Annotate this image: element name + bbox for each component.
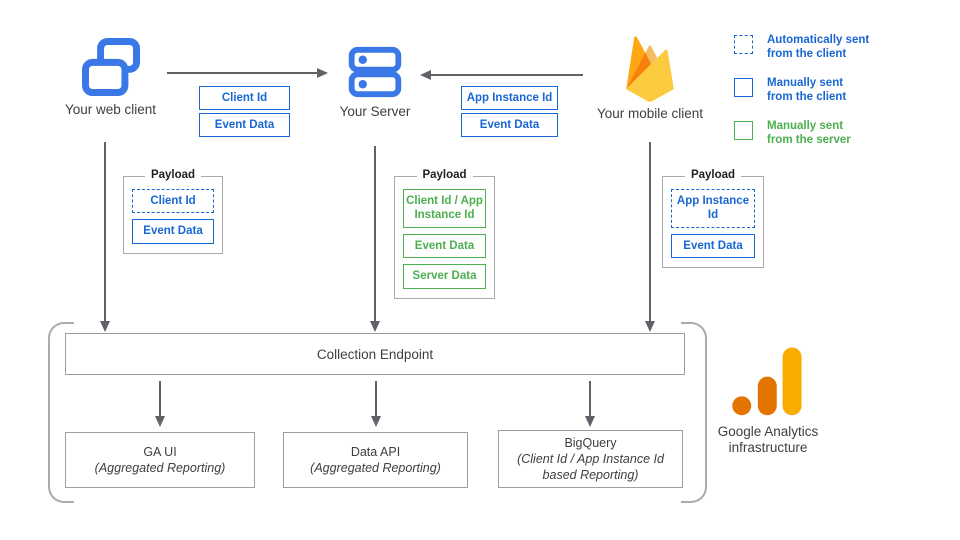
- payload-item-event-data: Event Data: [671, 233, 755, 259]
- output-subtitle: (Client Id / App Instance Id based Repor…: [517, 451, 664, 483]
- badge-client-id: Client Id: [199, 86, 290, 110]
- badge-app-instance-id: App Instance Id: [461, 86, 558, 110]
- dashed-blue-box-icon: [734, 35, 753, 54]
- arrow-endpoint-to-bigquery: [584, 381, 595, 427]
- infrastructure-bracket-left: [48, 322, 74, 503]
- payload-mobile-client: Payload App Instance Id Event Data: [662, 169, 764, 269]
- node-mobile-client: Your mobile client: [585, 36, 715, 121]
- payload-server: Payload Client Id / App Instance Id Even…: [394, 169, 495, 299]
- payload-title: Payload: [144, 169, 202, 181]
- payload-item-client-or-app-id: Client Id / App Instance Id: [403, 189, 486, 228]
- node-server: Your Server: [315, 44, 435, 119]
- google-analytics-icon: [732, 347, 802, 416]
- server-label: Your Server: [339, 104, 411, 119]
- payload-web-client: Payload Client Id Event Data: [123, 169, 223, 254]
- google-analytics-brand: Google Analytics infrastructure: [693, 346, 843, 456]
- solid-blue-box-icon: [734, 78, 753, 97]
- arrow-web-to-server: [167, 67, 328, 78]
- collection-endpoint-box: Collection Endpoint: [65, 333, 685, 375]
- output-title: BigQuery: [564, 435, 617, 450]
- mobile-to-server-badges: App Instance Id Event Data: [461, 86, 558, 137]
- server-icon: [348, 46, 402, 98]
- payload-item-client-id: Client Id: [132, 189, 214, 214]
- payload-title: Payload: [684, 169, 742, 181]
- node-web-client: Your web client: [38, 36, 183, 117]
- firebase-icon: [626, 36, 674, 102]
- solid-green-box-icon: [734, 121, 753, 140]
- web-to-server-badges: Client Id Event Data: [199, 86, 290, 137]
- infrastructure-bracket-right: [681, 322, 707, 503]
- arrow-endpoint-to-data-api: [370, 381, 381, 427]
- arrow-web-to-endpoint: [99, 142, 110, 332]
- brand-label: Google Analytics infrastructure: [717, 424, 819, 455]
- badge-event-data: Event Data: [199, 113, 290, 137]
- badge-event-data: Event Data: [461, 113, 558, 137]
- output-subtitle: (Aggregated Reporting): [94, 461, 226, 475]
- web-client-label: Your web client: [64, 102, 157, 117]
- output-title: Data API: [350, 444, 401, 459]
- output-subtitle: (Aggregated Reporting): [310, 461, 441, 475]
- output-title: GA UI: [143, 444, 177, 459]
- payload-title: Payload: [416, 169, 473, 181]
- output-ga-ui: GA UI (Aggregated Reporting): [65, 432, 255, 488]
- payload-item-app-instance-id: App Instance Id: [671, 189, 755, 228]
- output-data-api: Data API (Aggregated Reporting): [283, 432, 468, 488]
- output-bigquery: BigQuery (Client Id / App Instance Id ba…: [498, 430, 683, 488]
- arrow-mobile-to-server: [420, 69, 583, 80]
- arrow-server-to-endpoint: [369, 146, 380, 332]
- arrow-mobile-to-endpoint: [644, 142, 655, 332]
- mobile-client-label: Your mobile client: [596, 106, 704, 121]
- payload-item-server-data: Server Data: [403, 264, 486, 289]
- payload-item-event-data: Event Data: [403, 233, 486, 259]
- arrow-endpoint-to-ga-ui: [154, 381, 165, 427]
- payload-item-event-data: Event Data: [132, 219, 214, 244]
- web-client-icon: [81, 38, 140, 96]
